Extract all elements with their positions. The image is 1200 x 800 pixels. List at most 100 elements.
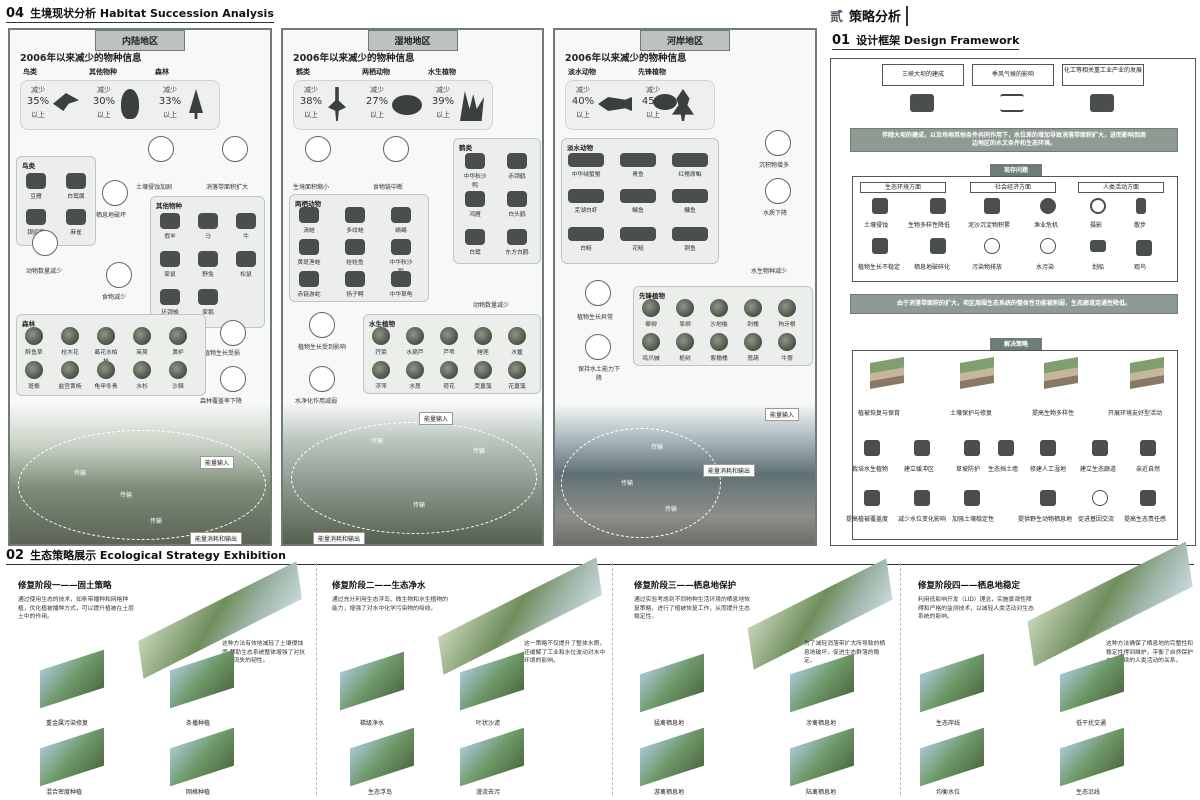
tree-silhouette-icon (189, 89, 203, 119)
sub-label: 提供野生动物栖息地 (1018, 516, 1073, 523)
mini-model-image (40, 649, 104, 709)
flow-label: 传输 (371, 438, 384, 445)
species-item: 芦苇 (436, 327, 462, 356)
tree-icon (864, 440, 880, 456)
problem-frame (852, 176, 1178, 282)
species-icon (160, 251, 180, 267)
plant-abnormal-icon (585, 280, 611, 306)
species-photo (97, 327, 115, 345)
species-item: 青鱼 (618, 153, 658, 178)
water-quality-icon (765, 178, 791, 204)
species-icon (66, 173, 86, 189)
stat-value: 30% (92, 96, 116, 108)
species-label: 龟甲冬青 (94, 384, 118, 390)
sediment-icon (765, 130, 791, 156)
sub-label: 修建人工湿地 (1030, 466, 1067, 473)
banner-text: 由于消落带面积的扩大，坝区周围生态系统的整体性功能被削弱，生态廊道连通性降低。 (896, 300, 1131, 307)
species-photo (676, 333, 694, 351)
species-item: 茭蔓藻 (470, 361, 496, 390)
species-icon (160, 213, 180, 229)
category-box: 生态环境方面 (860, 182, 946, 193)
group-title: 鸟类 (22, 162, 35, 170)
energy-in-tag: 能量输入 (200, 456, 235, 469)
species-label: 中华草龟 (389, 292, 413, 298)
plant-growth-icon (309, 312, 335, 338)
species-icon (391, 207, 411, 223)
species-photo (169, 361, 187, 379)
framework-frame (830, 58, 1196, 546)
mini-label: 均衡水位 (936, 789, 961, 796)
energy-ellipse (18, 430, 266, 540)
problem-label: 观鸟 (1134, 264, 1147, 271)
problem-label: 泥沙沉淀物积累 (968, 222, 1011, 229)
mini-model-image (1060, 727, 1124, 787)
species-icon (507, 229, 527, 245)
wall-icon (998, 440, 1014, 456)
slope-icon (964, 440, 980, 456)
stat-key: 淡水动物 (568, 68, 596, 76)
forest-decline-icon (220, 366, 246, 392)
stat-line3: 以上 (436, 110, 450, 119)
species-photo (406, 361, 424, 379)
circle-label: 水净化作用减弱 (295, 398, 338, 405)
strategy-label: 开展环境友好型活动 (1108, 410, 1163, 417)
species-icon (236, 213, 256, 229)
stat-key: 先锋植物 (638, 68, 666, 76)
stat-value: 38% (299, 96, 323, 108)
energy-out-tag: 能量消耗和输出 (190, 532, 243, 544)
circle-label: 水质下降 (763, 210, 788, 217)
species-item: 荷花 (436, 361, 462, 390)
strategy-label: 提高生物多样性 (1032, 410, 1075, 417)
flow-label: 传输 (413, 502, 426, 509)
flow-label: 传输 (74, 470, 87, 477)
species-photo (61, 361, 79, 379)
species-item: 家鹅 (195, 289, 221, 316)
flow-label: 传输 (150, 518, 163, 525)
stat-text: 减少45%以上 (640, 85, 666, 120)
group-amphibians: 两栖动物 淌蛙 多纹蛙 蜥蜴 黄斑渔蛙 娃娃鱼 中华秋沙鸭 赤链游蛇 扬子鳄 中… (289, 194, 429, 302)
fragment-icon (930, 238, 946, 254)
species-label: 水葱 (409, 384, 421, 390)
species-icon (66, 209, 86, 225)
species-icon (391, 271, 411, 287)
species-label: 赤颈鹤 (508, 174, 526, 180)
species-item: 铜鱼 (670, 227, 710, 252)
species-label: 多纹蛙 (346, 228, 364, 234)
species-item: 牛蒡 (774, 333, 800, 362)
stat-key: 水生植物 (428, 68, 456, 76)
dam-icon (910, 94, 934, 112)
habitat-damage-icon (102, 180, 128, 206)
problem-label: 渔业危机 (1034, 222, 1059, 229)
sub-label: 促进基因交流 (1078, 516, 1115, 523)
species-item: 黄斑渔蛙 (296, 239, 322, 266)
bird-watch-icon (1136, 240, 1152, 256)
mini-model-image (790, 727, 854, 787)
stat-line1: 减少 (436, 86, 450, 94)
mini-label: 涉禽栖息地 (806, 720, 837, 727)
circle-label: 植物生长受损 (204, 350, 241, 357)
stat-line3: 以上 (576, 110, 590, 119)
nature-icon (1140, 440, 1156, 456)
stage-divider (612, 563, 613, 795)
erosion-icon (872, 198, 888, 214)
species-label: 中华绒螯蟹 (571, 172, 601, 178)
species-label: 松鼠 (240, 272, 252, 278)
species-photo (372, 327, 390, 345)
species-label: 牛 (243, 234, 249, 240)
mini-model-image (640, 653, 704, 713)
species-label: 蜥蜴 (395, 228, 407, 234)
species-label: 沙地榆 (710, 322, 728, 328)
stat-line1: 减少 (646, 86, 660, 94)
section-title: 生态策略展示 Ecological Strategy Exhibition (30, 549, 286, 562)
group-other: 其他物种 假羊 马 牛 家鼠 野兔 松鼠 环颈雉 家鹅 (150, 196, 265, 328)
cause-box: 季风气候的影响 (972, 64, 1054, 86)
species-icon (391, 239, 411, 255)
sub-label: 加强土壤稳定性 (952, 516, 995, 523)
